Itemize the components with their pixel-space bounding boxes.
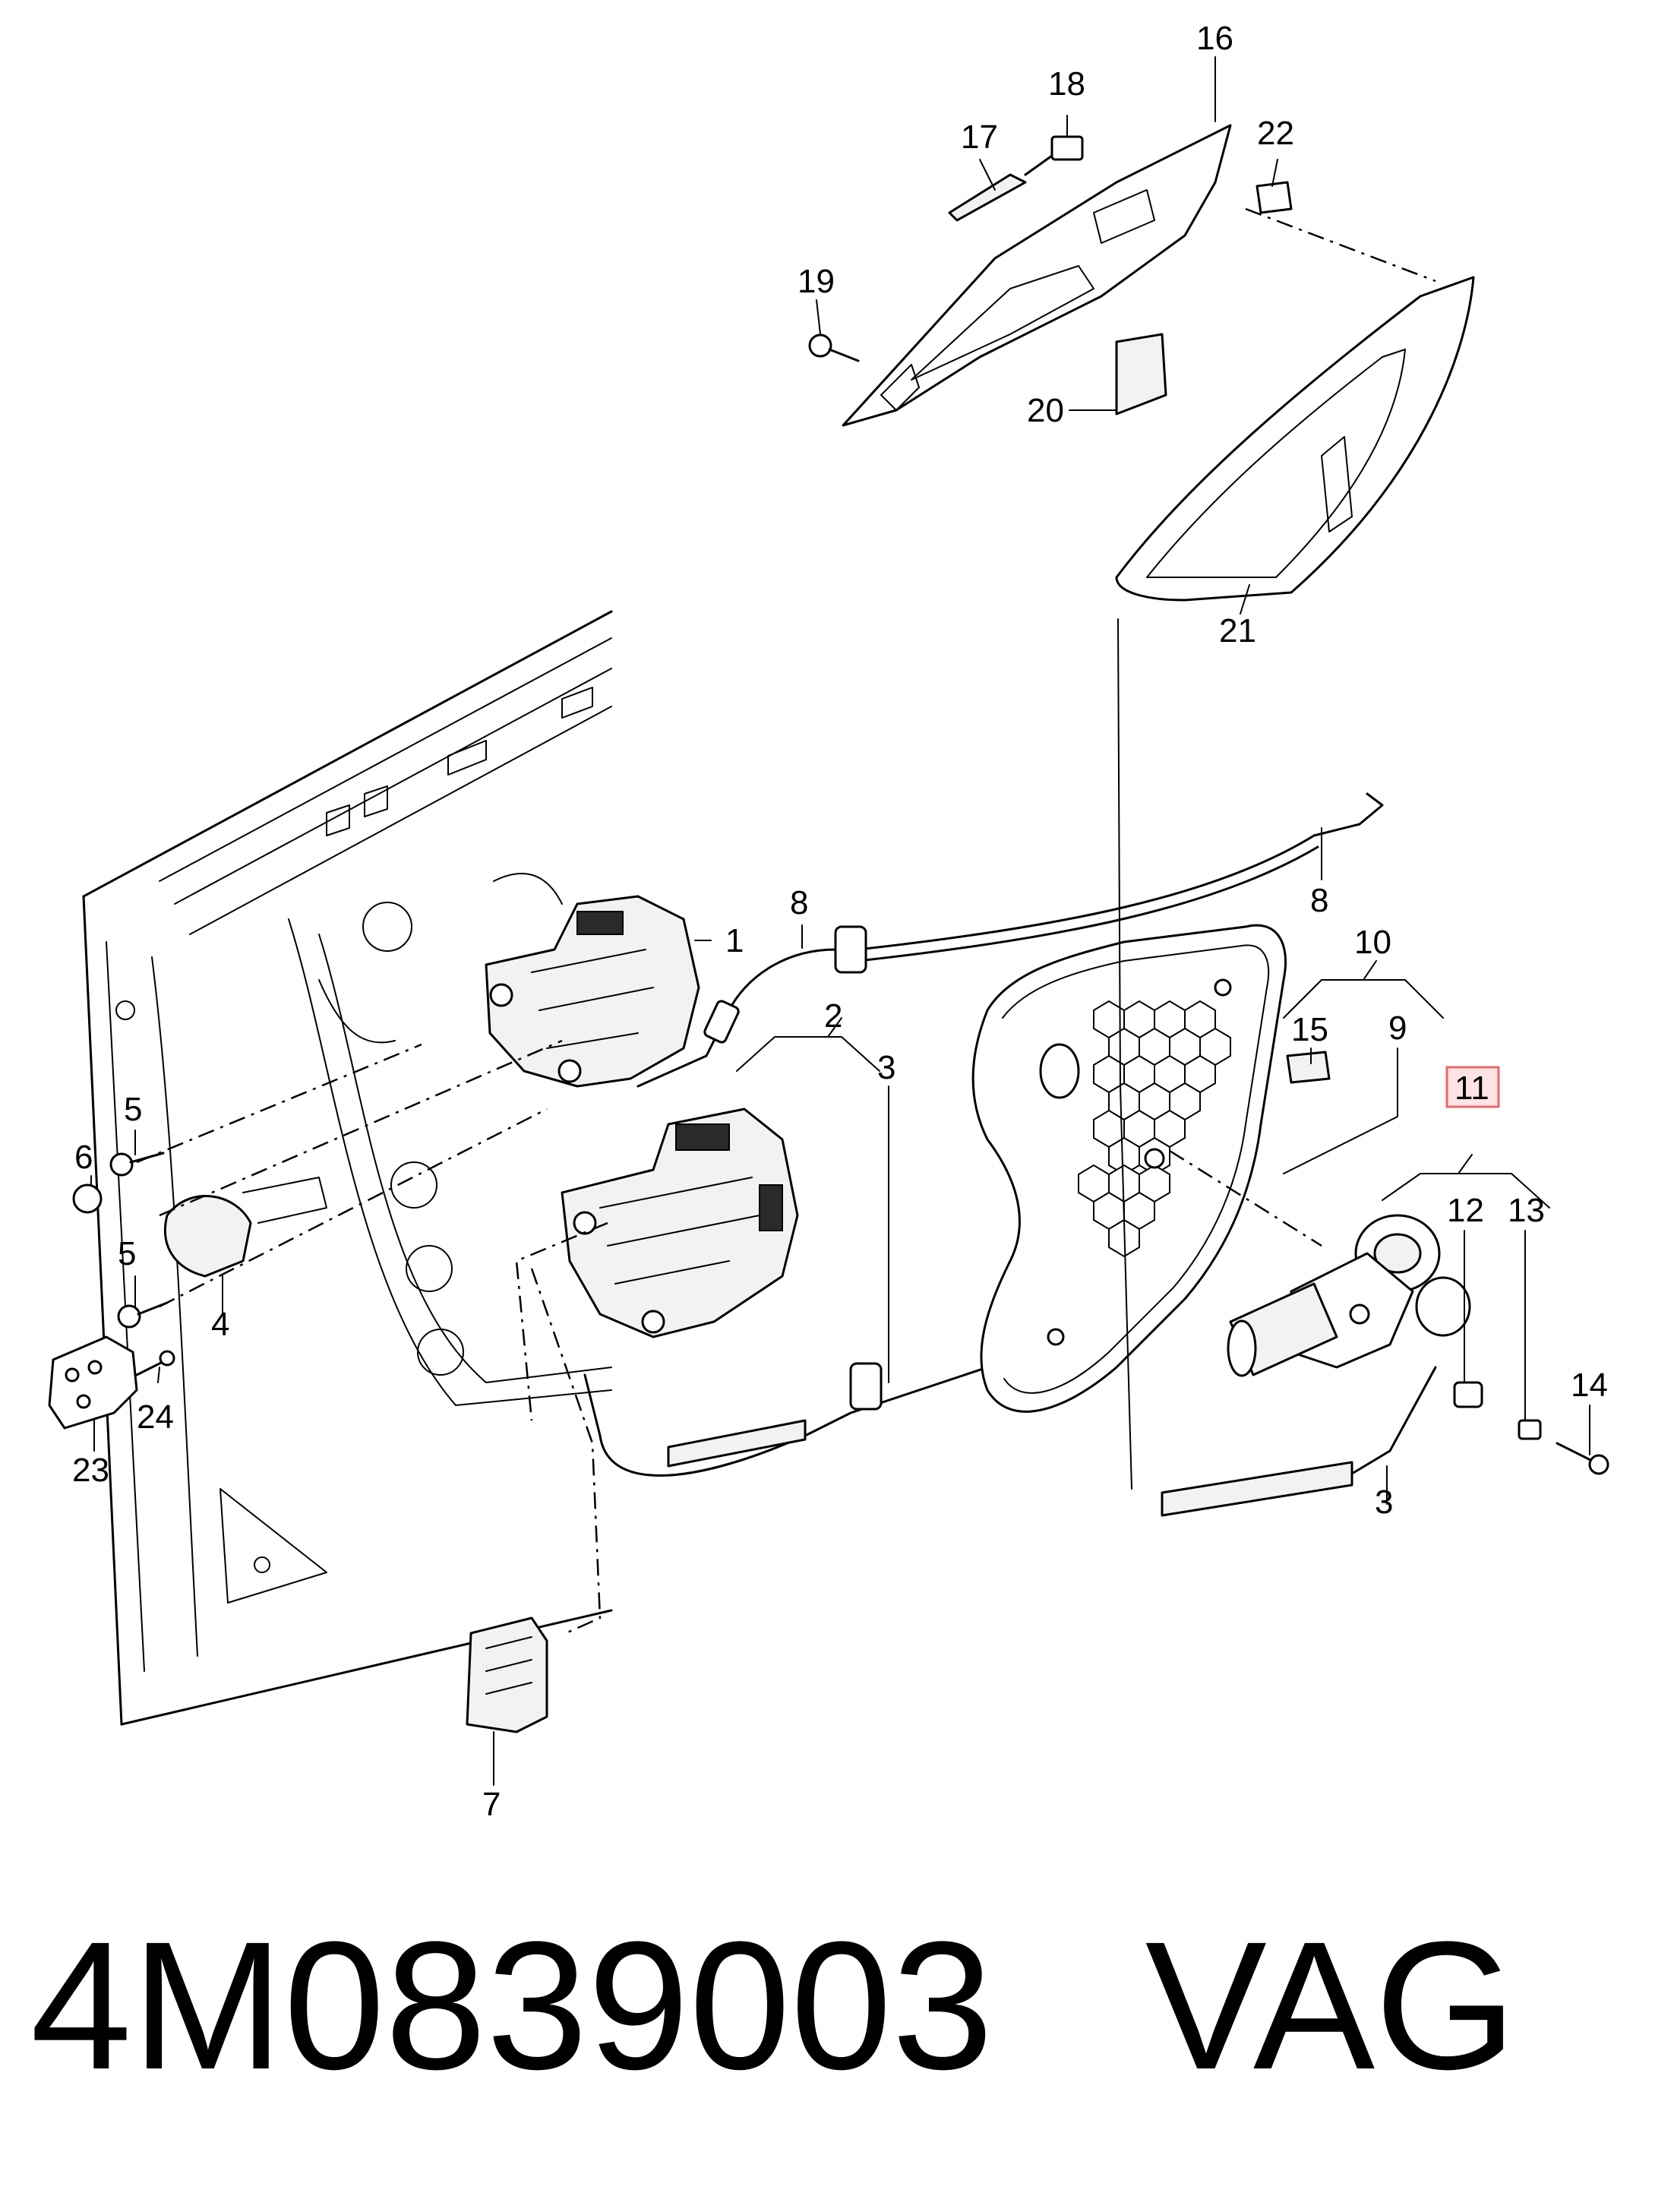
callout-2: 2 — [824, 997, 842, 1035]
bolt-24 — [135, 1350, 175, 1376]
callout-9: 9 — [1388, 1010, 1407, 1047]
bowden-cable-8 — [636, 792, 1384, 1088]
callout-13: 13 — [1508, 1192, 1545, 1229]
callout-11-highlight-box — [1445, 1066, 1500, 1108]
handle-carrier-16 — [842, 124, 1232, 427]
callout-5-upper: 5 — [124, 1091, 142, 1128]
window-regulator-motor — [1227, 1214, 1471, 1377]
clip-22 — [1256, 181, 1293, 214]
callout-3-upper: 3 — [877, 1049, 895, 1086]
callout-1: 1 — [725, 922, 744, 959]
callout-22: 22 — [1257, 115, 1294, 152]
door-lock-1 — [485, 895, 700, 1088]
callout-15: 15 — [1291, 1011, 1328, 1048]
bolt-19 — [808, 333, 860, 362]
assembly-lines — [136, 207, 1436, 1635]
pad-15 — [1286, 1051, 1331, 1084]
callout-14: 14 — [1571, 1367, 1608, 1404]
callout-10: 10 — [1354, 924, 1391, 961]
callout-24: 24 — [137, 1398, 174, 1436]
lock-cover-7 — [466, 1616, 548, 1733]
grommet-12 — [1453, 1381, 1483, 1408]
part-number-heading: 4M0839003 VAG — [30, 1904, 1517, 2107]
callout-3-lower: 3 — [1375, 1484, 1393, 1521]
trim-strip-17 — [948, 173, 1027, 222]
door-check-4 — [163, 1177, 327, 1278]
cap-6 — [72, 1183, 103, 1214]
spacer-13 — [1518, 1419, 1542, 1440]
callout-16: 16 — [1196, 20, 1233, 57]
callout-17: 17 — [961, 118, 998, 156]
door-frame — [82, 610, 613, 1726]
door-lock-2 — [561, 1108, 799, 1338]
callout-19: 19 — [798, 263, 835, 300]
callout-11: 11 — [1454, 1070, 1489, 1107]
leader-lines — [90, 56, 1590, 1786]
striker-plate-23 — [48, 1335, 138, 1430]
callout-labels: 1 2 3 3 4 5 5 6 7 8 8 9 10 11 12 13 14 1… — [72, 20, 1608, 1823]
callout-4: 4 — [211, 1306, 229, 1343]
callout-8-right: 8 — [1310, 882, 1328, 919]
bowden-cable-3 — [583, 1362, 1437, 1517]
honeycomb-pattern — [1078, 1000, 1231, 1258]
callout-7: 7 — [482, 1786, 501, 1823]
bolt-14 — [1556, 1442, 1609, 1475]
trim-cover-21 — [1115, 276, 1475, 602]
callout-21: 21 — [1219, 612, 1256, 649]
callout-12: 12 — [1447, 1192, 1484, 1229]
connector-18 — [1024, 135, 1084, 176]
door-module-panel — [971, 924, 1287, 1413]
callout-20: 20 — [1027, 392, 1064, 429]
button-20 — [1115, 333, 1167, 416]
screw-5-upper — [109, 1152, 165, 1177]
callout-5-lower: 5 — [118, 1235, 136, 1272]
callout-8-left: 8 — [790, 884, 808, 921]
callout-18: 18 — [1048, 65, 1085, 103]
callout-6: 6 — [74, 1139, 93, 1176]
callout-23: 23 — [72, 1452, 109, 1489]
